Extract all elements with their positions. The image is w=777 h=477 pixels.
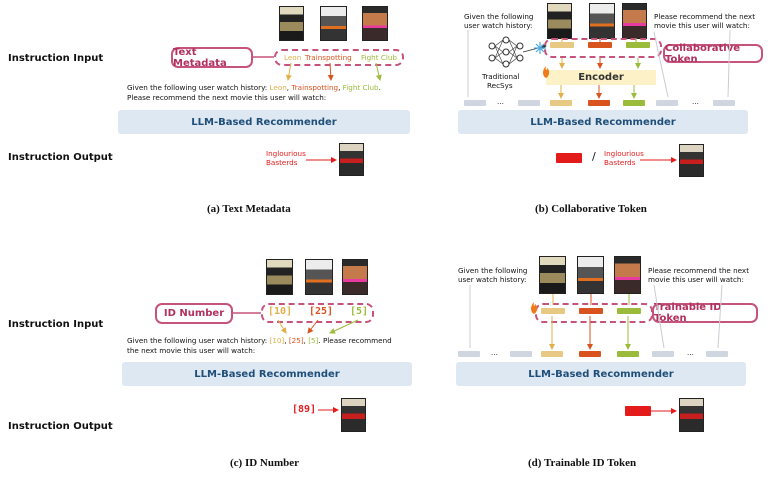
b-token-y — [550, 100, 572, 106]
b-token-grey-3 — [656, 100, 678, 106]
poster-output-c — [341, 398, 366, 432]
panel-a-connectors — [253, 56, 382, 163]
row-label-input-top: Instruction Input — [8, 53, 104, 64]
b-token-grey-2 — [518, 100, 540, 106]
dashed-metadata-box — [274, 49, 404, 66]
dashed-id-box — [261, 303, 374, 323]
d-dots-2: ... — [687, 348, 694, 357]
caption-d: (d) Trainable ID Token — [528, 457, 637, 469]
poster-fightclub — [362, 6, 388, 41]
b-next: Please recommend the next — [654, 12, 756, 21]
d-token-g — [617, 351, 639, 357]
output-id-89: [89] — [292, 404, 317, 415]
row-label-output-top: Instruction Output — [8, 152, 113, 163]
meta-trainspotting: Trainspotting — [305, 53, 352, 62]
meta-fightclub: Fight Club — [361, 53, 397, 62]
poster-leon-c — [266, 259, 293, 295]
poster-trainspotting-b — [589, 3, 615, 39]
poster-leon-d — [539, 256, 566, 294]
fire-icon-d — [531, 302, 538, 314]
llm-recommender-d: LLM-Based Recommender — [456, 362, 746, 386]
poster-fightclub-d — [614, 256, 641, 294]
panel-d-connectors — [469, 284, 723, 414]
encoder-box: Encoder — [546, 70, 656, 85]
collab-token-1 — [550, 42, 574, 48]
c-prompt-line1: Given the following user watch history: … — [127, 336, 392, 345]
panel-b-connectors — [467, 29, 731, 163]
meta-leon: Leon — [284, 53, 302, 62]
d-token-grey-2 — [510, 351, 532, 357]
poster-trainspotting — [320, 6, 347, 41]
poster-leon — [279, 6, 304, 41]
output-token-d — [625, 406, 651, 416]
output-title-a-1: Inglourious — [266, 149, 306, 158]
b-token-grey-1 — [464, 100, 486, 106]
d-history: user watch history: — [458, 275, 527, 284]
collab-token-2 — [588, 42, 612, 48]
snowflake-icon — [534, 42, 546, 54]
row-label-output-bottom: Instruction Output — [8, 421, 113, 432]
output-title-a-2: Basterds — [266, 158, 298, 167]
d-given: Given the following — [458, 266, 528, 275]
d-next-tail: movie this user will watch: — [648, 275, 744, 284]
id-5: [5] — [350, 306, 369, 317]
callout-trainable-id-token: Trainable ID Token — [652, 302, 758, 324]
poster-output-b — [679, 144, 704, 177]
train-token-3 — [617, 308, 641, 314]
b-dots-2: ... — [692, 97, 699, 106]
collab-token-3 — [626, 42, 650, 48]
prompt-line1: Given the following user watch history: … — [127, 83, 381, 92]
c-prompt-line2: the next movie this user will watch: — [127, 346, 256, 355]
output-title-b-1: Inglourious — [604, 149, 644, 158]
panel-c-connectors — [233, 312, 359, 413]
network-icon — [488, 36, 524, 68]
d-token-grey-4 — [706, 351, 728, 357]
llm-recommender-b: LLM-Based Recommender — [458, 110, 748, 134]
train-token-2 — [579, 308, 603, 314]
b-token-grey-4 — [713, 100, 735, 106]
d-dots-1: ... — [491, 348, 498, 357]
callout-id-number: ID Number — [155, 303, 233, 324]
output-token-b — [556, 153, 582, 163]
llm-recommender-c: LLM-Based Recommender — [122, 362, 412, 386]
poster-fightclub-b — [622, 3, 647, 39]
poster-leon-b — [547, 3, 572, 39]
b-token-g — [623, 100, 645, 106]
row-label-input-bottom: Instruction Input — [8, 319, 104, 330]
d-token-o — [579, 351, 601, 357]
callout-text-metadata: Text Metadata — [171, 47, 253, 69]
caption-b: (b) Collaborative Token — [535, 203, 647, 215]
poster-output-d — [679, 398, 704, 432]
d-next: Please recommend the next — [648, 266, 750, 275]
b-dots-1: ... — [497, 97, 504, 106]
caption-c: (c) ID Number — [230, 457, 300, 469]
recsys-label-1: Traditional — [482, 72, 520, 81]
poster-trainspotting-c — [305, 259, 333, 295]
caption-a: (a) Text Metadata — [207, 203, 291, 215]
poster-trainspotting-d — [577, 256, 604, 294]
id-25: [25] — [309, 306, 334, 317]
poster-fightclub-c — [342, 259, 368, 295]
d-token-y — [541, 351, 563, 357]
fire-icon — [543, 66, 550, 78]
b-token-o — [588, 100, 610, 106]
d-token-grey-3 — [652, 351, 674, 357]
llm-recommender-a: LLM-Based Recommender — [118, 110, 410, 134]
prompt-line2: Please recommend the next movie this use… — [127, 93, 327, 102]
train-token-1 — [541, 308, 565, 314]
id-10: [10] — [268, 306, 293, 317]
b-given: Given the following — [464, 12, 534, 21]
output-title-b-2: Basterds — [604, 158, 636, 167]
b-next-tail: movie this user will watch: — [654, 21, 750, 30]
poster-output-a — [339, 143, 364, 176]
d-token-grey-1 — [458, 351, 480, 357]
b-history: user watch history: — [464, 21, 533, 30]
callout-collaborative-token: Collaborative Token — [663, 43, 763, 65]
slash: / — [592, 150, 596, 163]
recsys-label-2: RecSys — [487, 81, 513, 90]
